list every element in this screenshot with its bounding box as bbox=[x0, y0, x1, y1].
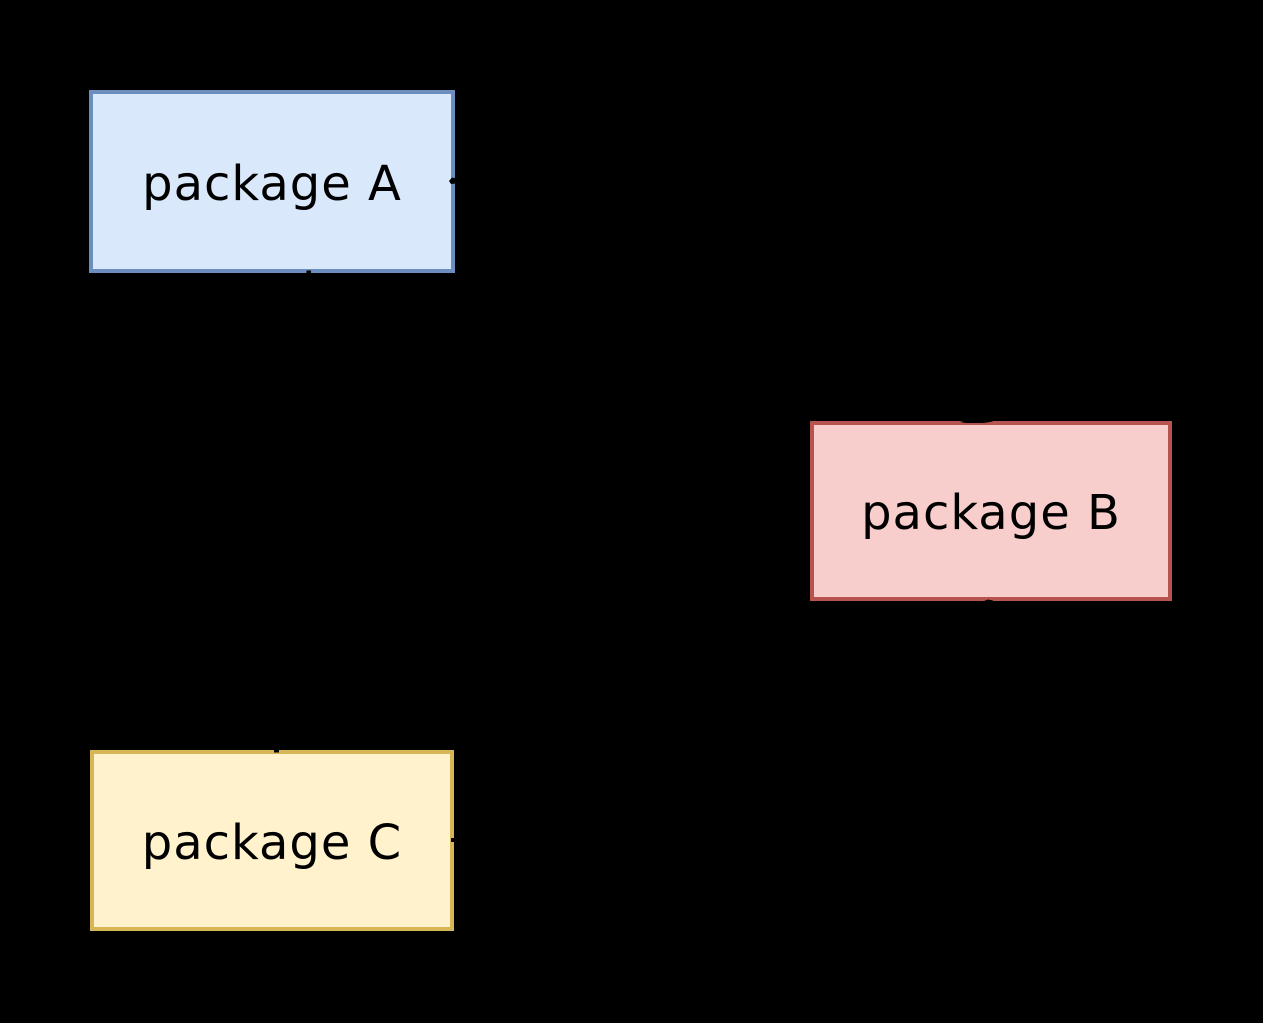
edge-a-to-b bbox=[457, 179, 979, 417]
node-package-a-label: package A bbox=[142, 155, 402, 212]
node-package-c-label: package C bbox=[141, 814, 403, 871]
node-package-b: package B bbox=[810, 421, 1172, 601]
edge-a-to-c bbox=[275, 276, 311, 748]
node-package-b-label: package B bbox=[861, 485, 1121, 541]
node-package-c: package C bbox=[90, 750, 454, 931]
edge-c-to-b bbox=[457, 606, 990, 842]
node-package-a: package A bbox=[89, 90, 455, 273]
